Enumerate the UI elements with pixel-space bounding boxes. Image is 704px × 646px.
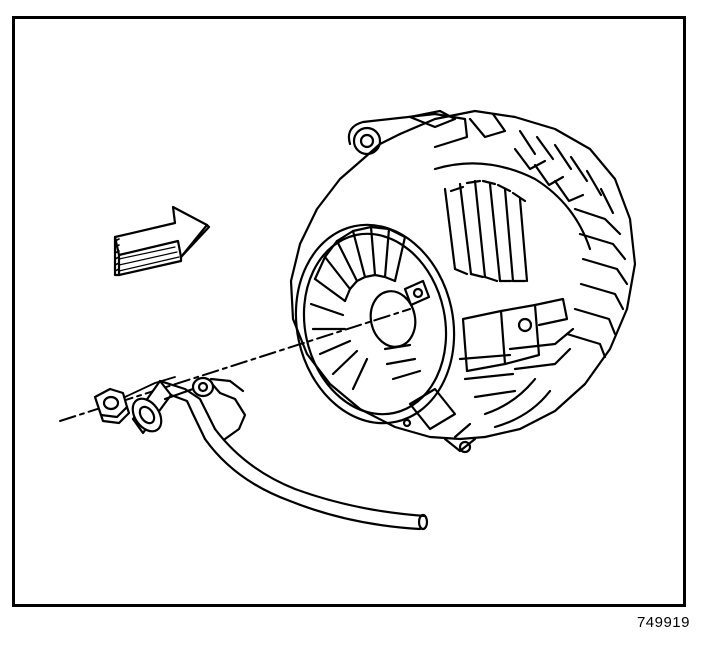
direction-arrow-icon <box>113 205 211 277</box>
battery-cable-icon <box>124 376 429 531</box>
figure-number: 749919 <box>636 614 690 631</box>
ring-terminal-icon <box>163 376 247 441</box>
illustration-frame <box>12 16 686 607</box>
terminal-boot-icon <box>131 379 217 441</box>
alternator-icon <box>289 109 637 454</box>
output-stud-icon <box>403 279 431 307</box>
alternator-illustration <box>59 109 637 531</box>
hex-nut-icon <box>93 387 131 425</box>
